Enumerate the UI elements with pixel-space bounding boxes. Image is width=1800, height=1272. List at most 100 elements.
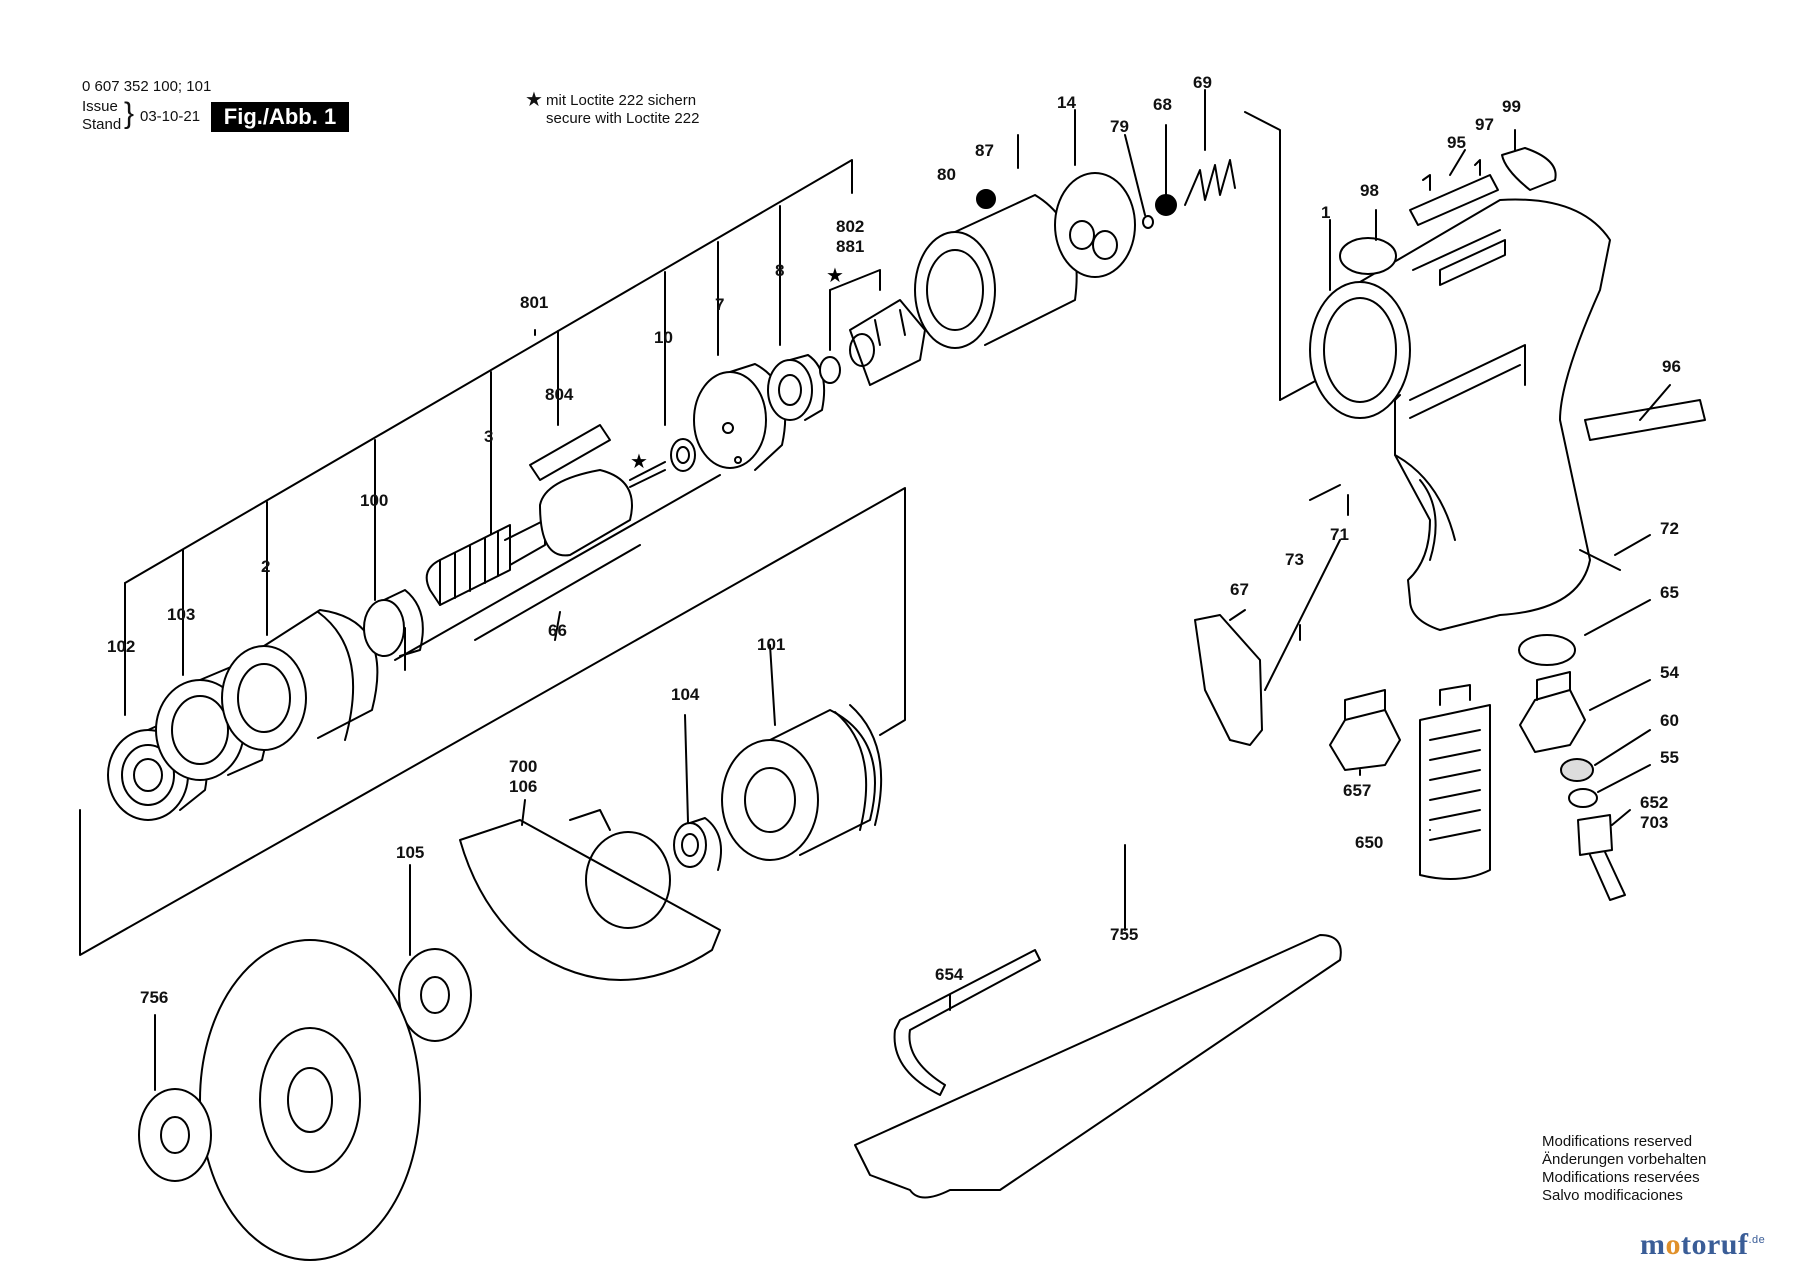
callout-650: 650 (1355, 833, 1383, 852)
callout-54: 54 (1660, 663, 1679, 682)
pin-66 (474, 544, 641, 641)
modifications-notes: Modifications reserved Änderungen vorbeh… (1542, 1133, 1706, 1205)
callout-802: 802 (836, 217, 864, 236)
callout-2: 2 (261, 557, 270, 576)
callout-60: 60 (1660, 711, 1679, 730)
grinding-disc (199, 939, 421, 1261)
callout-755: 755 (1110, 925, 1138, 944)
guard-700 (459, 809, 721, 981)
callout-71: 71 (1330, 525, 1349, 544)
nipple-54 (1519, 671, 1586, 753)
spanner-755 (854, 934, 1342, 1199)
washer-10 (670, 438, 696, 472)
washer-881 (819, 356, 841, 384)
callout-756: 756 (140, 988, 168, 1007)
silencer-650 (1419, 684, 1491, 880)
callout-8: 8 (775, 261, 784, 280)
callout-55: 55 (1660, 748, 1679, 767)
callout-95: 95 (1447, 133, 1466, 152)
vane-804 (529, 424, 611, 481)
callout-101: 101 (757, 635, 785, 654)
callout-103: 103 (167, 605, 195, 624)
plug-657 (1329, 689, 1401, 771)
callout-104: 104 (671, 685, 700, 704)
callout-66: 66 (548, 621, 567, 640)
callout-79: 79 (1110, 117, 1129, 136)
trigger-67 (1194, 614, 1263, 746)
o-ring-55 (1568, 788, 1598, 808)
housing-1 (1309, 198, 1611, 631)
cap-99 (1501, 147, 1557, 191)
cylinder-80 (914, 194, 1078, 349)
brand-logo: motoruf.de (1640, 1228, 1766, 1261)
o-ring-65 (1518, 634, 1576, 666)
note-line: Salvo modificaciones (1542, 1187, 1683, 1204)
ring-79 (1142, 215, 1154, 229)
hex-key-654 (893, 949, 1041, 1096)
valve-802 (849, 299, 926, 386)
callout-102: 102 (107, 637, 135, 656)
callout-106: 106 (509, 777, 537, 796)
callout-73: 73 (1285, 550, 1304, 569)
figure-label: Fig./Abb. 1 (211, 102, 349, 132)
ball-87 (976, 189, 996, 209)
callout-1: 1 (1321, 203, 1330, 222)
callout-804: 804 (545, 385, 574, 404)
pin-73 (1264, 539, 1341, 691)
callout-801: 801 (520, 293, 548, 312)
part-number: 0 607 352 100; 101 (82, 78, 212, 95)
loctite-star-icon-valve: ★ (826, 263, 844, 287)
note-line: Modifications reserved (1542, 1133, 1693, 1150)
callout-654: 654 (935, 965, 964, 984)
rotor-3 (425, 461, 666, 606)
callout-881: 881 (836, 237, 864, 256)
spring-69 (1184, 159, 1236, 206)
callout-96: 96 (1662, 357, 1681, 376)
callout-98: 98 (1360, 181, 1379, 200)
callout-3: 3 (484, 427, 493, 446)
cylinder-2 (221, 609, 379, 751)
callout-657: 657 (1343, 781, 1371, 800)
loctite-note-en: secure with Loctite 222 (546, 110, 700, 127)
callout-97: 97 (1475, 115, 1494, 134)
callout-700: 700 (509, 757, 537, 776)
callout-65: 65 (1660, 583, 1679, 602)
assembly-rail (124, 159, 853, 584)
note-line: Änderungen vorbehalten (1542, 1151, 1707, 1168)
filter-60 (1560, 758, 1594, 782)
callout-703: 703 (1640, 813, 1668, 832)
plate-14 (1054, 172, 1136, 278)
callout-80: 80 (937, 165, 956, 184)
disc-98 (1339, 237, 1397, 275)
stand-label: Stand (82, 116, 122, 133)
pin-72 (1579, 549, 1621, 571)
bearing-8 (767, 354, 826, 421)
label-96 (1584, 399, 1706, 441)
callout-67: 67 (1230, 580, 1249, 599)
callout-69: 69 (1193, 73, 1212, 92)
callout-652: 652 (1640, 793, 1668, 812)
housing-101 (721, 704, 883, 861)
hose-nipple-652 (1577, 814, 1626, 901)
spacer-104 (673, 817, 722, 871)
callout-68: 68 (1153, 95, 1172, 114)
callout-105: 105 (396, 843, 424, 862)
issue-label: Issue (82, 98, 118, 115)
callout-87: 87 (975, 141, 994, 160)
issue-date: 03-10-21 (140, 108, 201, 125)
callout-100: 100 (360, 491, 388, 510)
callout-14: 14 (1057, 93, 1076, 112)
nut-756 (138, 1088, 212, 1182)
ball-68 (1155, 194, 1177, 216)
loctite-note-de: mit Loctite 222 sichern (546, 92, 697, 109)
loctite-star-icon-rotor: ★ (630, 449, 648, 473)
callout-7: 7 (715, 295, 724, 314)
bushing-100 (363, 589, 424, 657)
callout-10: 10 (654, 328, 673, 347)
plate-95 (1409, 174, 1499, 226)
brace: } (124, 97, 135, 130)
callout-72: 72 (1660, 519, 1679, 538)
pin-71 (1309, 484, 1341, 501)
flange-105 (398, 948, 472, 1042)
